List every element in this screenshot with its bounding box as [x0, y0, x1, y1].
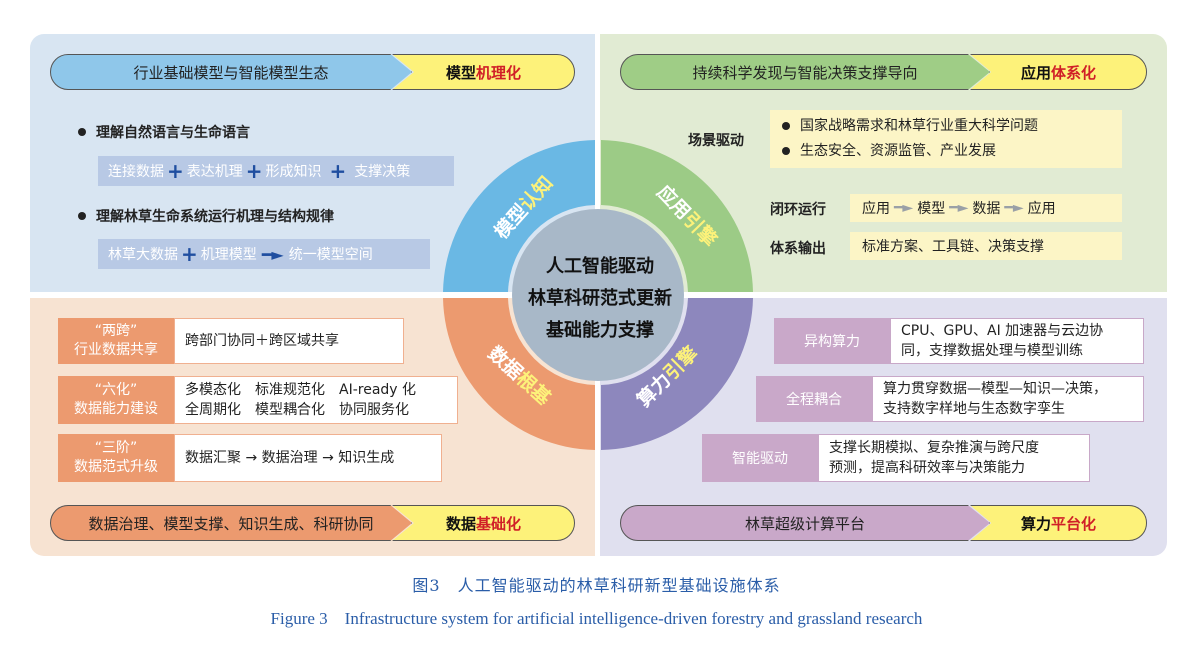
data-tag-line: 数据能力建设 — [74, 401, 158, 417]
chain-item: 支撑决策 — [354, 164, 411, 180]
compute-box-line: 预测，提高科研效率与决策能力 — [829, 460, 1025, 476]
data-tag-three: “三阶” 数据范式升级 — [58, 434, 174, 482]
output-box: 标准方案、工具链、决策支撑 — [850, 232, 1122, 260]
scene-label: 场景驱动 — [688, 133, 744, 149]
data-box-line: 全周期化 模型耦合化 协同服务化 — [185, 402, 409, 418]
bullet-dot — [78, 128, 86, 136]
model-banner: 行业基础模型与智能模型生态 — [50, 54, 412, 90]
scene-item: 生态安全、资源监管、产业发展 — [782, 139, 996, 164]
application-tag-black: 应用 — [1020, 63, 1051, 82]
bullet-dot — [782, 122, 790, 130]
figure-caption-en: Figure 3 Infrastructure system for artif… — [270, 609, 923, 628]
plus-icon: + — [329, 159, 347, 183]
application-tag: 应用体系化 — [970, 54, 1147, 90]
model-bullet-1-text: 理解自然语言与生命语言 — [96, 125, 250, 141]
center-line-1: 人工智能驱动 — [546, 256, 654, 277]
compute-tag: 算力平台化 — [970, 505, 1147, 541]
data-tag: 数据基础化 — [392, 505, 575, 541]
model-tag-black: 模型 — [445, 63, 476, 82]
loop-box: 应用━► 模型━► 数据━► 应用 — [850, 194, 1122, 222]
compute-box-line: CPU、GPU、AI 加速器与云边协 — [901, 323, 1104, 339]
loop-label: 闭环运行 — [770, 202, 826, 218]
compute-tag-heterogeneous: 异构算力 — [774, 318, 890, 364]
chain-item: 表达机理 — [186, 164, 243, 180]
compute-banner-text: 林草超级计算平台 — [744, 514, 865, 533]
scene-box: 国家战略需求和林草行业重大科学问题 生态安全、资源监管、产业发展 — [770, 110, 1122, 168]
arrow-right-icon: ━► — [1004, 200, 1024, 216]
data-box-three: 数据汇聚 → 数据治理 → 知识生成 — [174, 434, 442, 482]
scene-item: 国家战略需求和林草行业重大科学问题 — [782, 114, 1038, 139]
output-label: 体系输出 — [770, 241, 826, 257]
loop-item: 模型 — [917, 201, 946, 217]
ring-segment-compute — [601, 298, 753, 450]
chain-item: 连接数据 — [108, 164, 164, 180]
data-box-two-cross: 跨部门协同＋跨区域共享 — [174, 318, 404, 364]
chain-item: 形成知识 — [265, 164, 322, 180]
plus-icon: + — [245, 159, 263, 183]
plus-icon: + — [167, 159, 184, 183]
bullet-dot — [782, 147, 790, 155]
data-box-line: 数据汇聚 → 数据治理 → 知识生成 — [185, 450, 395, 466]
data-tag-line: “六化” — [94, 382, 138, 398]
data-tag-two-cross: “两跨” 行业数据共享 — [58, 318, 174, 364]
compute-banner: 林草超级计算平台 — [620, 505, 990, 541]
bullet-dot — [78, 212, 86, 220]
ring-segment-application — [601, 140, 753, 292]
data-tag-red: 基础化 — [476, 514, 522, 533]
data-box-line: 跨部门协同＋跨区域共享 — [185, 333, 339, 349]
data-tag-line: 数据范式升级 — [74, 459, 158, 475]
ring-segment-data — [443, 298, 595, 450]
compute-box-coupling: 算力贯穿数据—模型—知识—决策， 支持数字样地与生态数字孪生 — [872, 376, 1144, 422]
model-chain-2: 林草大数据+ 机理模型━► 统一模型空间 — [98, 239, 430, 269]
data-tag-six: “六化” 数据能力建设 — [58, 376, 174, 424]
model-chain-1: 连接数据+ 表达机理+ 形成知识+ 支撑决策 — [98, 156, 454, 186]
figure-caption-cn: 图3 人工智能驱动的林草科研新型基础设施体系 — [412, 576, 781, 595]
model-bullet-2-text: 理解林草生命系统运行机理与结构规律 — [96, 209, 334, 225]
loop-item: 应用 — [1027, 201, 1056, 217]
compute-box-heterogeneous: CPU、GPU、AI 加速器与云边协 同，支撑数据处理与模型训练 — [890, 318, 1144, 364]
compute-box-line: 同，支撑数据处理与模型训练 — [901, 343, 1083, 359]
data-banner: 数据治理、模型支撑、知识生成、科研协同 — [50, 505, 412, 541]
application-tag-red: 体系化 — [1051, 63, 1097, 82]
model-bullet-2: 理解林草生命系统运行机理与结构规律 — [78, 206, 334, 226]
data-box-six: 多模态化 标准规范化 AI-ready 化 全周期化 模型耦合化 协同服务化 — [174, 376, 458, 424]
chain-item: 机理模型 — [200, 247, 257, 263]
chain-item: 统一模型空间 — [288, 247, 373, 263]
scene-item-text: 国家战略需求和林草行业重大科学问题 — [800, 118, 1038, 134]
compute-tag-driven: 智能驱动 — [702, 434, 818, 482]
data-banner-text: 数据治理、模型支撑、知识生成、科研协同 — [88, 514, 374, 533]
center-line-2: 林草科研范式更新 — [528, 288, 672, 309]
chain-item: 林草大数据 — [108, 247, 178, 263]
compute-tag-black: 算力 — [1020, 514, 1051, 533]
model-bullet-1: 理解自然语言与生命语言 — [78, 122, 250, 142]
compute-box-line: 算力贯穿数据—模型—知识—决策， — [883, 381, 1107, 397]
compute-box-line: 支持数字样地与生态数字孪生 — [883, 401, 1065, 417]
application-banner: 持续科学发现与智能决策支撑导向 — [620, 54, 990, 90]
arrow-right-icon: ━► — [261, 244, 284, 264]
center-circle — [512, 209, 684, 381]
data-tag-line: 行业数据共享 — [74, 342, 158, 358]
plus-icon: + — [181, 242, 198, 266]
compute-tag-coupling: 全程耦合 — [756, 376, 872, 422]
compute-box-line: 支撑长期模拟、复杂推演与跨尺度 — [829, 440, 1039, 456]
center-line-3: 基础能力支撑 — [546, 320, 654, 341]
loop-item: 数据 — [972, 201, 1001, 217]
application-banner-text: 持续科学发现与智能决策支撑导向 — [692, 63, 918, 82]
arrow-right-icon: ━► — [894, 200, 914, 216]
ring-segment-model — [443, 140, 595, 292]
scene-item-text: 生态安全、资源监管、产业发展 — [800, 143, 996, 159]
arrow-right-icon: ━► — [949, 200, 969, 216]
loop-item: 应用 — [862, 201, 890, 217]
model-tag: 模型机理化 — [392, 54, 575, 90]
data-tag-line: “两跨” — [94, 323, 138, 339]
model-tag-red: 机理化 — [476, 63, 522, 82]
output-text: 标准方案、工具链、决策支撑 — [862, 239, 1044, 255]
model-banner-text: 行业基础模型与智能模型生态 — [133, 63, 329, 82]
compute-tag-red: 平台化 — [1051, 514, 1097, 533]
compute-box-driven: 支撑长期模拟、复杂推演与跨尺度 预测，提高科研效率与决策能力 — [818, 434, 1090, 482]
data-tag-line: “三阶” — [94, 440, 138, 456]
data-tag-black: 数据 — [445, 514, 476, 533]
data-box-line: 多模态化 标准规范化 AI-ready 化 — [185, 382, 417, 398]
